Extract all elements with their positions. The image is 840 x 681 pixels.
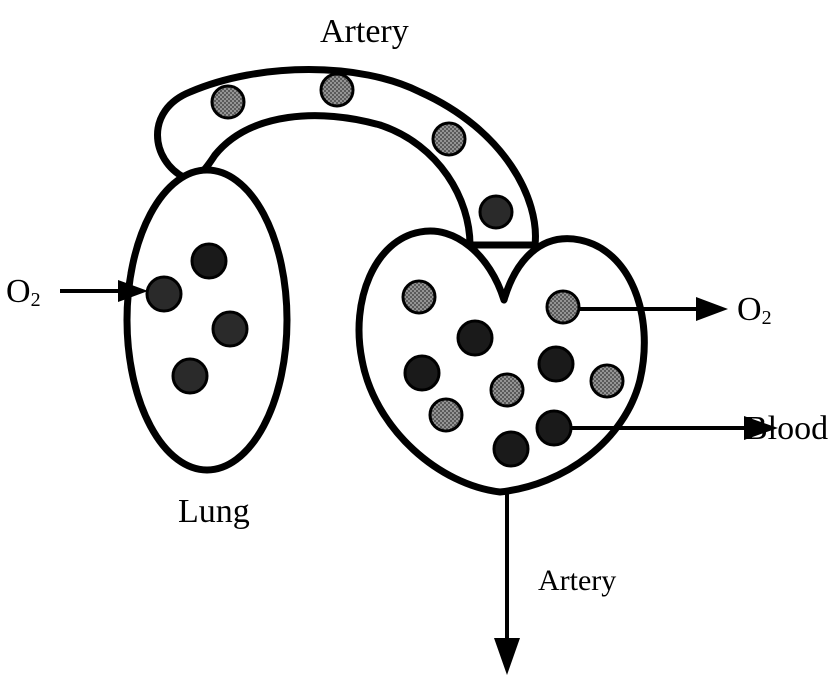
artery-cell-3 (433, 123, 465, 155)
artery-down-arrow-head (494, 638, 520, 675)
o2-left-sub: 2 (31, 289, 41, 311)
artery-cell-4 (480, 196, 512, 228)
heart-cell-3 (458, 321, 492, 355)
artery-cell-1 (212, 86, 244, 118)
heart-cell-1 (403, 281, 435, 313)
o2-out-arrow-head (696, 297, 728, 321)
o2-left-label: O2 (6, 273, 41, 311)
heart-cell-2 (547, 291, 579, 323)
o2-left-main: O (6, 273, 31, 310)
blood-label: Blood (745, 410, 828, 447)
lung-cell-1 (192, 244, 226, 278)
heart-cell-10 (494, 432, 528, 466)
artery-cell-2 (321, 74, 353, 106)
heart-cell-4 (539, 347, 573, 381)
heart-cell-5 (405, 356, 439, 390)
o2-right-main: O (737, 291, 762, 328)
artery-bottom-label: Artery (538, 564, 616, 597)
lung-cell-2 (147, 277, 181, 311)
heart-cell-9 (537, 411, 571, 445)
lung-cell-4 (173, 359, 207, 393)
lung-shape (127, 170, 287, 470)
heart-cell-7 (591, 365, 623, 397)
lung-cell-3 (213, 312, 247, 346)
artery-top-label: Artery (320, 13, 409, 50)
lung-label: Lung (178, 493, 250, 530)
heart-cell-6 (491, 374, 523, 406)
o2-right-label: O2 (737, 291, 772, 329)
o2-right-sub: 2 (762, 307, 772, 329)
heart-cell-8 (430, 399, 462, 431)
